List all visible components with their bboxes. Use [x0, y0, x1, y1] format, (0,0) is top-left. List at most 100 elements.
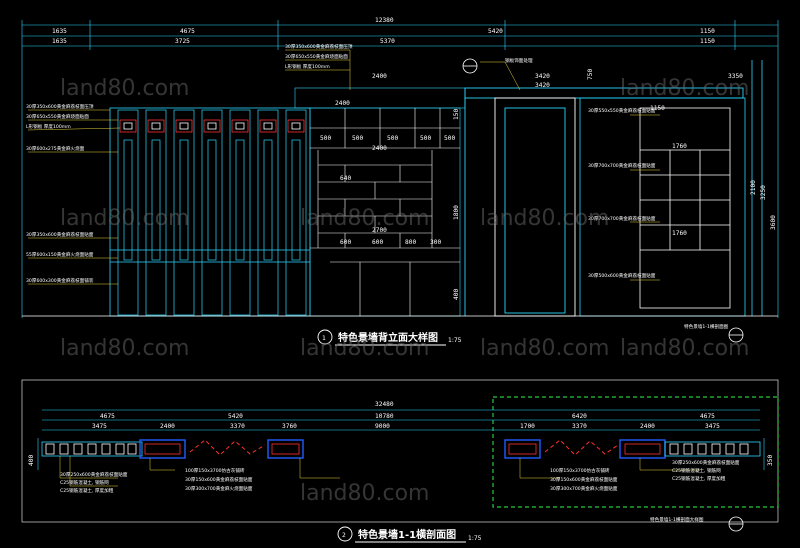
- sside-2: 350: [767, 455, 774, 466]
- sdim2-7: 3370: [572, 423, 587, 430]
- sdim1-1: 4675: [100, 413, 115, 420]
- left-note-1: 30厚350x600黄金麻荔枝面压顶: [26, 103, 94, 110]
- vdim-6: 3600: [770, 215, 777, 230]
- vdim-3: 150: [453, 109, 460, 120]
- dim-seg-2: 2400: [372, 73, 387, 80]
- green-highlight: [492, 396, 779, 508]
- vdim-7: 750: [587, 69, 594, 80]
- elevation-title-text: 特色景墙背立面大样图: [338, 331, 438, 344]
- dim-brick-4: 500: [420, 135, 431, 142]
- top-dimension-lines: [21, 20, 779, 318]
- scenter-note-3: 30厚300x700黄金麻火烧面贴面: [185, 485, 253, 492]
- watermark: land80.com: [60, 336, 189, 361]
- sdim2-8: 2400: [640, 423, 655, 430]
- right-note-2: 30厚700x700黄金麻荔枝面贴面: [588, 162, 656, 169]
- elevation-scale: 1:75: [448, 337, 462, 344]
- sleft-note-2: C25钢筋混凝土, 钢筋网: [60, 479, 109, 486]
- sdim2-5: 9000: [375, 423, 390, 430]
- left-notes: 30厚350x600黄金麻荔枝面压顶 30厚650x550黄金麻烧面贴面 L形钢…: [26, 103, 94, 284]
- door-note: 钢板饰面处理: [505, 57, 533, 64]
- dim-mid-5: 600: [372, 239, 383, 246]
- dim-mid-1: 2400: [372, 145, 387, 152]
- sdim2-2: 2400: [160, 423, 175, 430]
- dim-right-1: 1760: [672, 143, 687, 150]
- sright-note-3: C25钢筋混凝土, 厚度加粗: [672, 475, 726, 482]
- right-note-4: 30厚500x600黄金麻荔枝面贴面: [588, 272, 656, 279]
- section-ref: 特色景墙1-1横剖面图: [684, 323, 729, 330]
- dim-mid-3: 2700: [372, 227, 387, 234]
- dim-mid-6: 800: [405, 239, 416, 246]
- pillars: [117, 109, 307, 316]
- dim-row2-1: 1635: [52, 38, 67, 45]
- leader-lines: [27, 49, 660, 285]
- vdim-5: 1800: [453, 205, 460, 220]
- top-note-3: L形钢板 厚度100mm: [285, 63, 330, 70]
- sdim2-1: 3475: [92, 423, 107, 430]
- scenter-note-6: 30厚300x700黄金麻火烧面贴面: [550, 485, 618, 492]
- sdim2-6: 1700: [520, 423, 535, 430]
- section-drawing: 32480 4675 5420 10780 6420 4675 3475 240…: [21, 379, 779, 543]
- sdim2-3: 3370: [230, 423, 245, 430]
- section-title-text: 特色景墙1-1横剖面图: [358, 528, 456, 541]
- green-note: 特色景墙1-1横剖面大样图: [650, 516, 704, 523]
- right-notes: 30厚550x550黄金麻荔枝面贴面 30厚700x700黄金麻荔枝面贴面 30…: [588, 107, 656, 279]
- section-marker-bottom: [728, 516, 744, 532]
- section-left-notes: 30厚250x600黄金麻荔枝面贴面 C25钢筋混凝土, 钢筋网 C25钢筋混凝…: [60, 471, 128, 494]
- dim-row2-3: 5370: [380, 38, 395, 45]
- section-leaders: [59, 456, 700, 487]
- top-note-2: 30厚650x550黄金麻烧面贴面: [285, 53, 348, 60]
- watermark: land80.com: [60, 206, 189, 231]
- section-side-lines: [37, 438, 765, 470]
- sleft-note-1: 30厚250x600黄金麻荔枝面贴面: [60, 471, 128, 478]
- sdim2-9: 3475: [705, 423, 720, 430]
- section-plan-left: [41, 439, 304, 459]
- elevation-drawing: 12380 1635 4675 5420 1150 1635 3725 5370…: [21, 17, 779, 346]
- dim-mid-7: 300: [430, 239, 441, 246]
- section-total: 32480: [375, 401, 394, 408]
- right-wall: [579, 60, 763, 317]
- dim-right-3: 1150: [650, 105, 665, 112]
- dim-row1-3: 5420: [488, 28, 503, 35]
- left-note-4: 30厚600x275黄金麻火烧面: [26, 145, 85, 152]
- dim-total: 12380: [375, 17, 394, 24]
- section-title-number: 2: [342, 532, 346, 539]
- sdim1-2: 5420: [228, 413, 243, 420]
- watermark: land80.com: [300, 336, 429, 361]
- sside-1: 400: [28, 455, 35, 466]
- dim-row2-4: 1150: [700, 38, 715, 45]
- top-note-1: 30厚350x600黄金麻荔枝面压顶: [285, 43, 353, 50]
- sright-note-1: 30厚250x600黄金麻荔枝面贴面: [672, 459, 740, 466]
- dim-row1-4: 1150: [700, 28, 715, 35]
- dim-brick-2: 500: [352, 135, 363, 142]
- dim-seg-5: 3350: [728, 73, 743, 80]
- section-center-notes: 100厚150x3700仿古灰铺砖 30厚150x600黄金麻荔枝面贴面 30厚…: [185, 467, 618, 492]
- dim-seg-1: 2400: [335, 100, 350, 107]
- dim-right-2: 1760: [672, 230, 687, 237]
- dim-row2-2: 3725: [175, 38, 190, 45]
- right-note-1: 30厚550x550黄金麻荔枝面贴面: [588, 107, 656, 114]
- vdim-1: 3250: [760, 185, 767, 200]
- dim-row1-1: 1635: [52, 28, 67, 35]
- left-note-7: 30厚600x300黄金麻荔枝面铺装: [26, 277, 94, 284]
- sright-note-2: C25钢筋混凝土, 钢筋网: [672, 467, 721, 474]
- watermark: land80.com: [60, 76, 189, 101]
- watermark: land80.com: [620, 76, 749, 101]
- door-frame: [464, 87, 744, 317]
- sdim1-5: 4675: [700, 413, 715, 420]
- section-marker-top: [462, 58, 744, 343]
- dim-brick-3: 500: [387, 135, 398, 142]
- left-note-3: L形钢板 厚度100mm: [26, 123, 71, 130]
- scenter-note-5: 30厚150x600黄金麻荔枝面贴面: [550, 476, 618, 483]
- brick-wall: [294, 87, 466, 317]
- sdim1-3: 10780: [375, 413, 394, 420]
- watermark: land80.com: [620, 336, 749, 361]
- left-note-6: 55厚600x150黄金麻火烧面贴面: [26, 251, 94, 258]
- watermark: land80.com: [480, 206, 609, 231]
- left-note-5: 30厚350x600黄金麻荔枝面贴面: [26, 231, 94, 238]
- dim-brick-1: 500: [320, 135, 331, 142]
- scenter-note-4: 100厚150x3700仿古灰铺砖: [550, 467, 610, 474]
- top-notes: 30厚350x600黄金麻荔枝面压顶 30厚650x550黄金麻烧面贴面 L形钢…: [285, 43, 353, 70]
- scenter-note-2: 30厚150x600黄金麻荔枝面贴面: [185, 476, 253, 483]
- dim-row1-2: 4675: [180, 28, 195, 35]
